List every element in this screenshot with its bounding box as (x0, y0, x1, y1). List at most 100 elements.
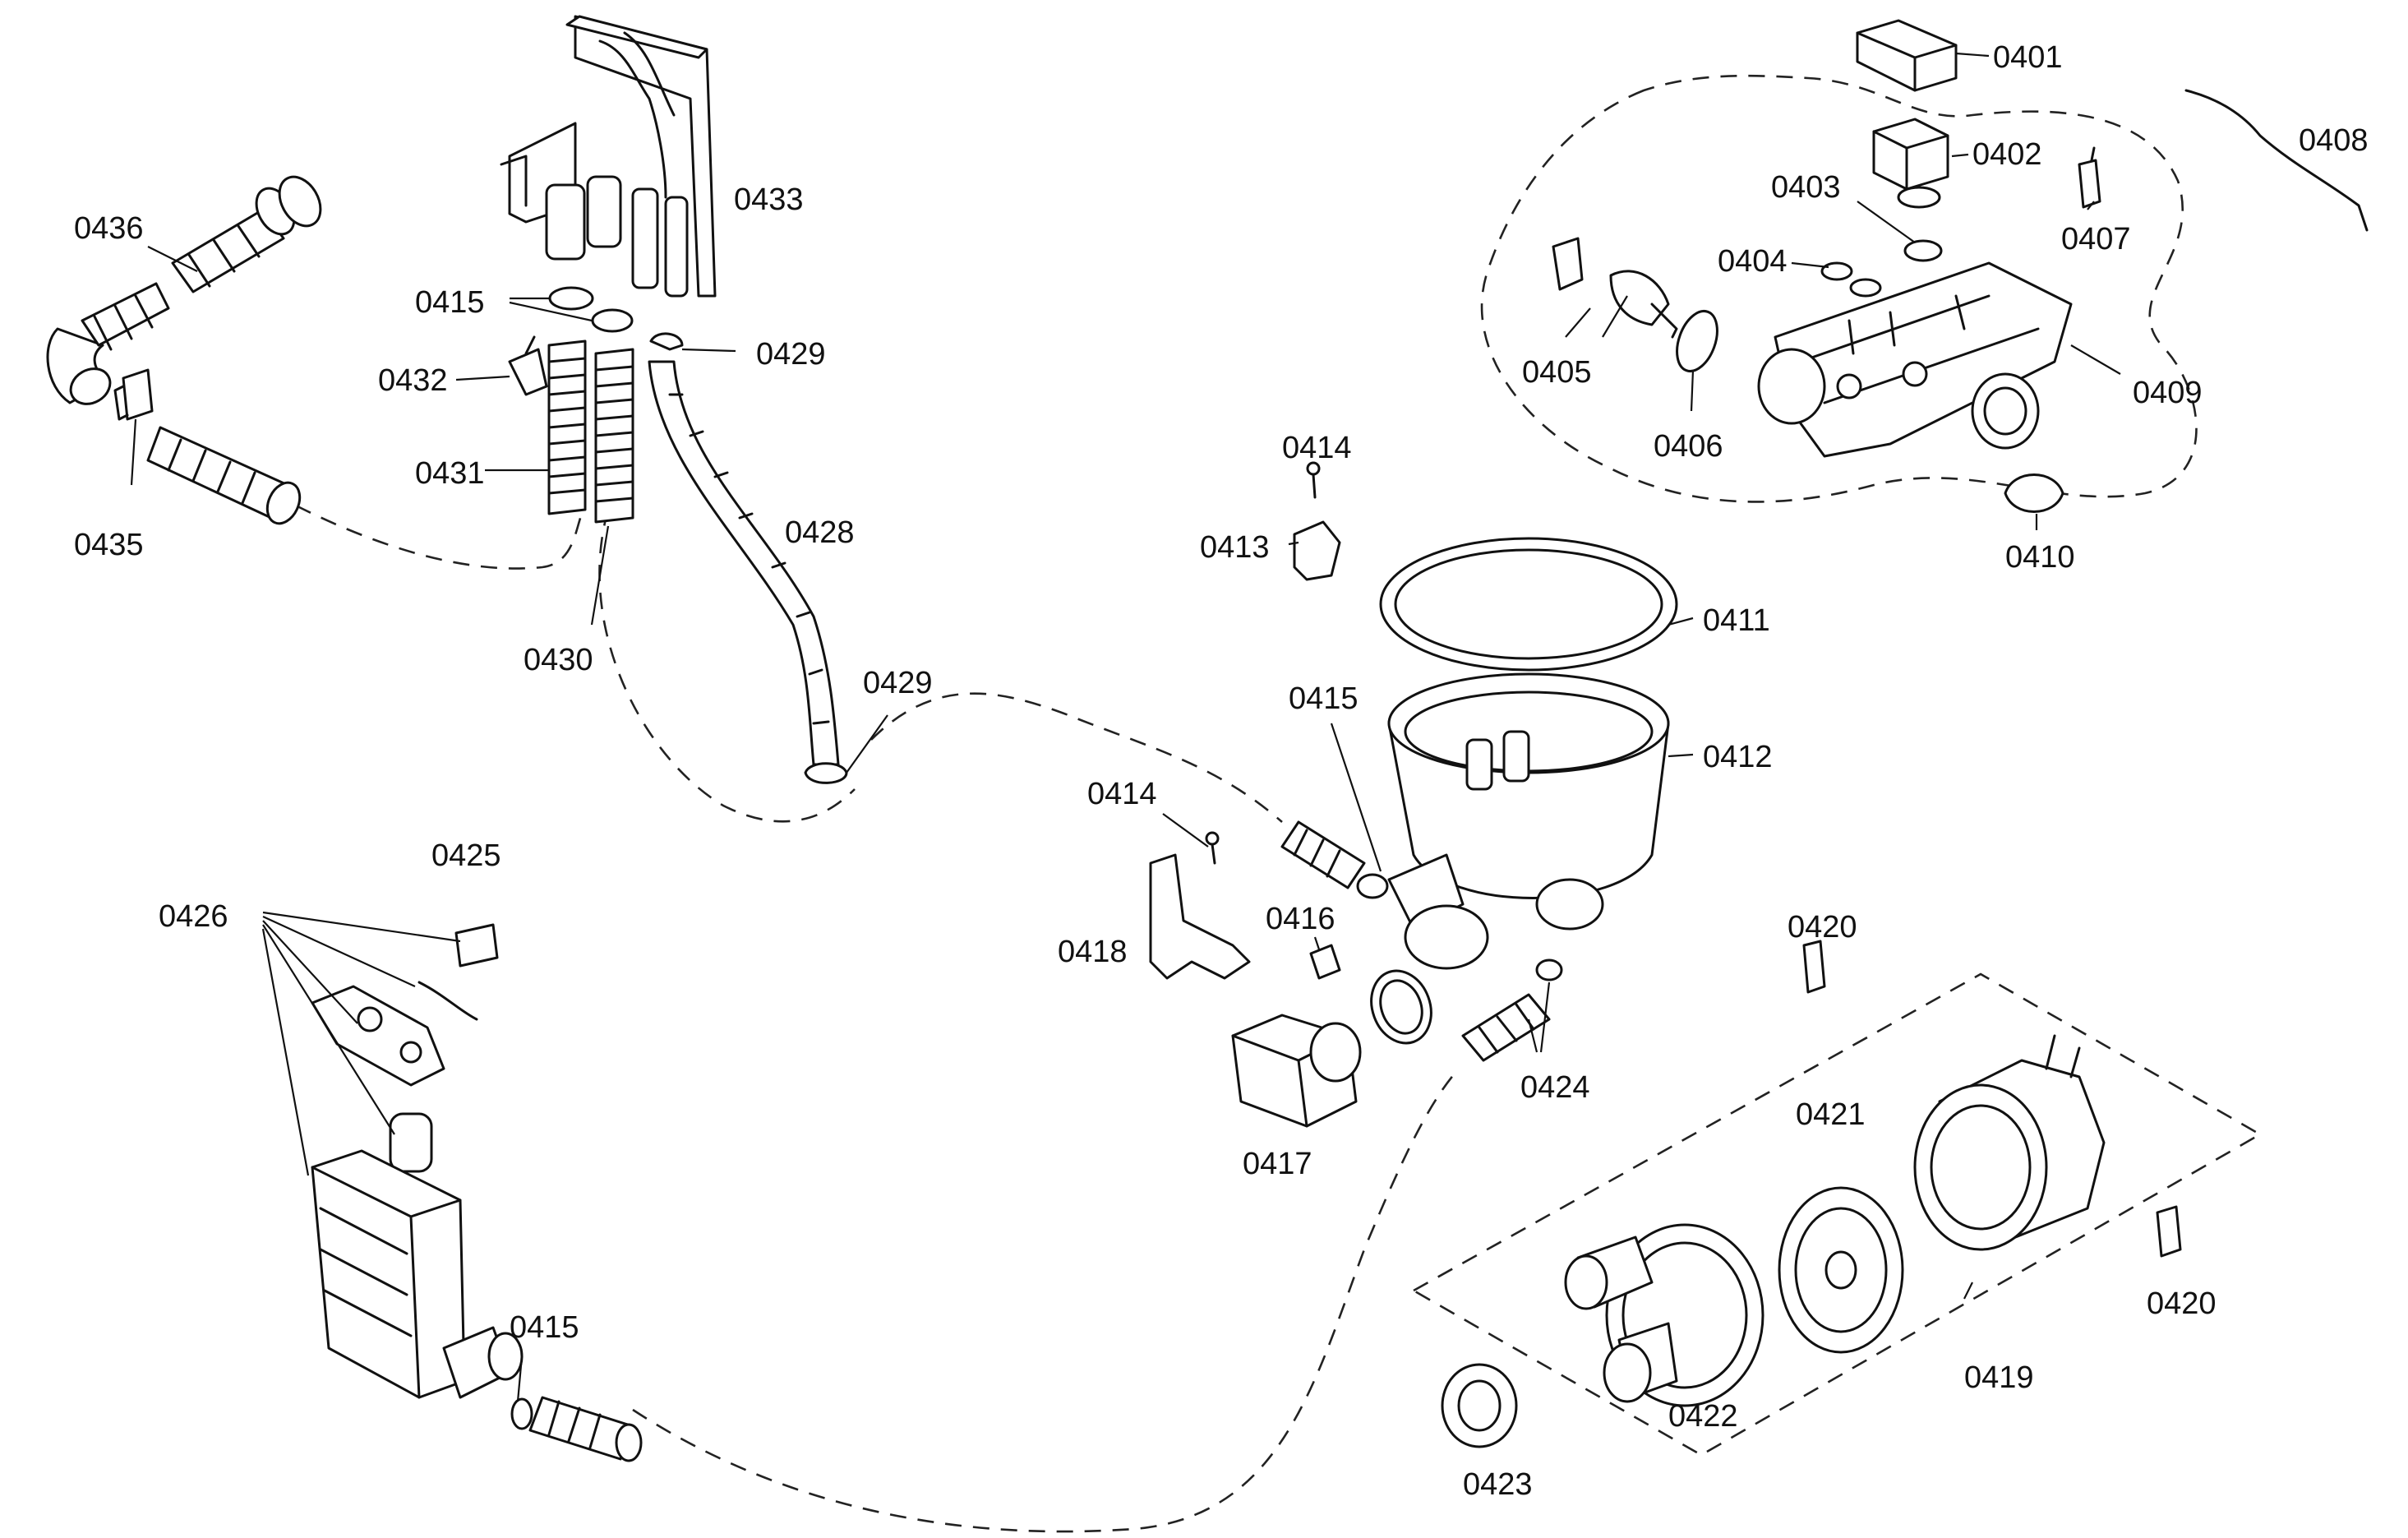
bracket-part-0413 (1293, 520, 1341, 581)
leader-line (681, 348, 736, 353)
leader-line (1955, 52, 1990, 58)
leader-line (1162, 813, 1209, 848)
part-label-0415: 0415 (510, 1310, 579, 1345)
seal-part-0423 (1441, 1363, 1518, 1448)
air-break-part-0433 (500, 15, 717, 298)
leader-line (1791, 261, 1829, 269)
valve-part-0401 (1856, 19, 1958, 92)
part-label-0404: 0404 (1718, 244, 1788, 279)
part-label-0414: 0414 (1282, 431, 1352, 465)
leader-line (1565, 295, 1628, 338)
part-label-0429: 0429 (756, 337, 826, 372)
clip-part-0420 (1802, 940, 1826, 994)
leader-line (1288, 541, 1299, 546)
part-label-0408: 0408 (2299, 123, 2369, 158)
part-label-0420: 0420 (2147, 1286, 2217, 1321)
leader-line (516, 1356, 524, 1402)
clip-part-0435 (113, 368, 154, 421)
bracket-part-0418 (1149, 853, 1251, 980)
part-label-0402: 0402 (1972, 137, 2042, 172)
sump-part-0412 (1387, 672, 1670, 970)
part-label-0417: 0417 (1243, 1147, 1312, 1181)
o-ring-part-0403 (1903, 239, 1943, 262)
part-label-0411: 0411 (1703, 603, 1770, 638)
leader-line (1313, 936, 1321, 950)
hose-connection-line (598, 509, 856, 823)
part-label-0415: 0415 (1289, 681, 1359, 716)
part-label-0425: 0425 (431, 838, 501, 873)
clamp-part-0429 (804, 762, 848, 784)
leader-line (509, 297, 593, 322)
clamp-part-0429 (649, 332, 684, 351)
hose-connection-line (870, 692, 1283, 823)
o-ring-part-0415 (1356, 873, 1389, 899)
hose-part-0428 (648, 360, 840, 766)
pump-assembly-outline (1411, 972, 2263, 1457)
part-label-0403: 0403 (1771, 170, 1841, 205)
o-ring-part-0424 (1370, 969, 1432, 1045)
part-label-0418: 0418 (1058, 935, 1128, 969)
valve-housing-part-0409 (1757, 261, 2073, 458)
o-ring-part-0415 (510, 1397, 533, 1430)
part-label-0409: 0409 (2133, 376, 2203, 410)
o-ring-part-0424b (1535, 958, 1563, 981)
part-label-0420: 0420 (1788, 910, 1857, 945)
part-label-0436: 0436 (74, 211, 144, 246)
clip-part-0420 (2156, 1205, 2182, 1258)
corrugated-hose-part-0436b (146, 426, 302, 525)
part-label-0426: 0426 (159, 899, 228, 934)
sensor-part-0402 (1872, 118, 1949, 209)
part-label-0423: 0423 (1463, 1467, 1533, 1502)
switch-part-0405 (1552, 237, 1678, 339)
leader-line (2087, 201, 2095, 210)
gasket-part-0411 (1379, 537, 1678, 672)
plug-part-0426 (389, 1112, 433, 1173)
dispenser-part-0426 (311, 1149, 524, 1399)
corrugated-hose-part-0430 (594, 348, 634, 524)
o-ring-part-0406 (1676, 310, 1718, 372)
o-ring-part-0404 (1820, 261, 1853, 281)
leader-line (1668, 617, 1694, 626)
leader-line (846, 714, 888, 774)
leader-line (1951, 153, 1969, 158)
part-label-0435: 0435 (74, 528, 144, 562)
corrugated-hose-part-0431 (547, 339, 587, 515)
part-label-0416: 0416 (1266, 902, 1335, 936)
part-label-0433: 0433 (734, 182, 804, 217)
corrugated-hose-part-0415a (1280, 820, 1366, 889)
hose-connection-line (295, 504, 585, 570)
leader-line (1963, 1282, 1973, 1300)
part-label-0415: 0415 (415, 285, 485, 320)
clamp-part-0410 (2004, 473, 2064, 513)
leader-line (147, 246, 198, 272)
part-label-0432: 0432 (378, 363, 448, 398)
part-label-0422: 0422 (1668, 1399, 1738, 1434)
leader-line (455, 375, 510, 381)
part-label-0401: 0401 (1993, 40, 2063, 75)
part-label-0413: 0413 (1200, 530, 1270, 565)
leader-line (130, 418, 137, 486)
part-label-0414: 0414 (1087, 777, 1157, 811)
pump-housing-part-0422 (1564, 1223, 1764, 1407)
leader-line (261, 911, 461, 1176)
clip-part-0432 (508, 335, 548, 396)
leader-line (2070, 344, 2121, 375)
pump-part-0417 (1231, 1014, 1362, 1128)
leader-line (1857, 201, 1916, 243)
clip-part-0416 (1309, 944, 1341, 980)
elbow-hose-part-0436 (46, 175, 322, 405)
part-label-0421: 0421 (1796, 1097, 1866, 1132)
leader-line (590, 525, 610, 626)
switch-part-0425 (454, 923, 499, 968)
screw-part-0414 (1306, 461, 1321, 499)
part-label-0419: 0419 (1964, 1360, 2034, 1395)
o-ring-part-0415 (548, 286, 594, 311)
part-label-0412: 0412 (1703, 740, 1773, 774)
part-label-0430: 0430 (524, 643, 593, 677)
leader-line (1668, 753, 1694, 758)
part-label-0424: 0424 (1520, 1070, 1590, 1105)
o-ring-part-0404 (1849, 278, 1882, 298)
valve-assembly-outline (1480, 74, 2198, 503)
o-ring-part-0415 (591, 308, 634, 333)
wire-part-0408 (2184, 89, 2369, 232)
